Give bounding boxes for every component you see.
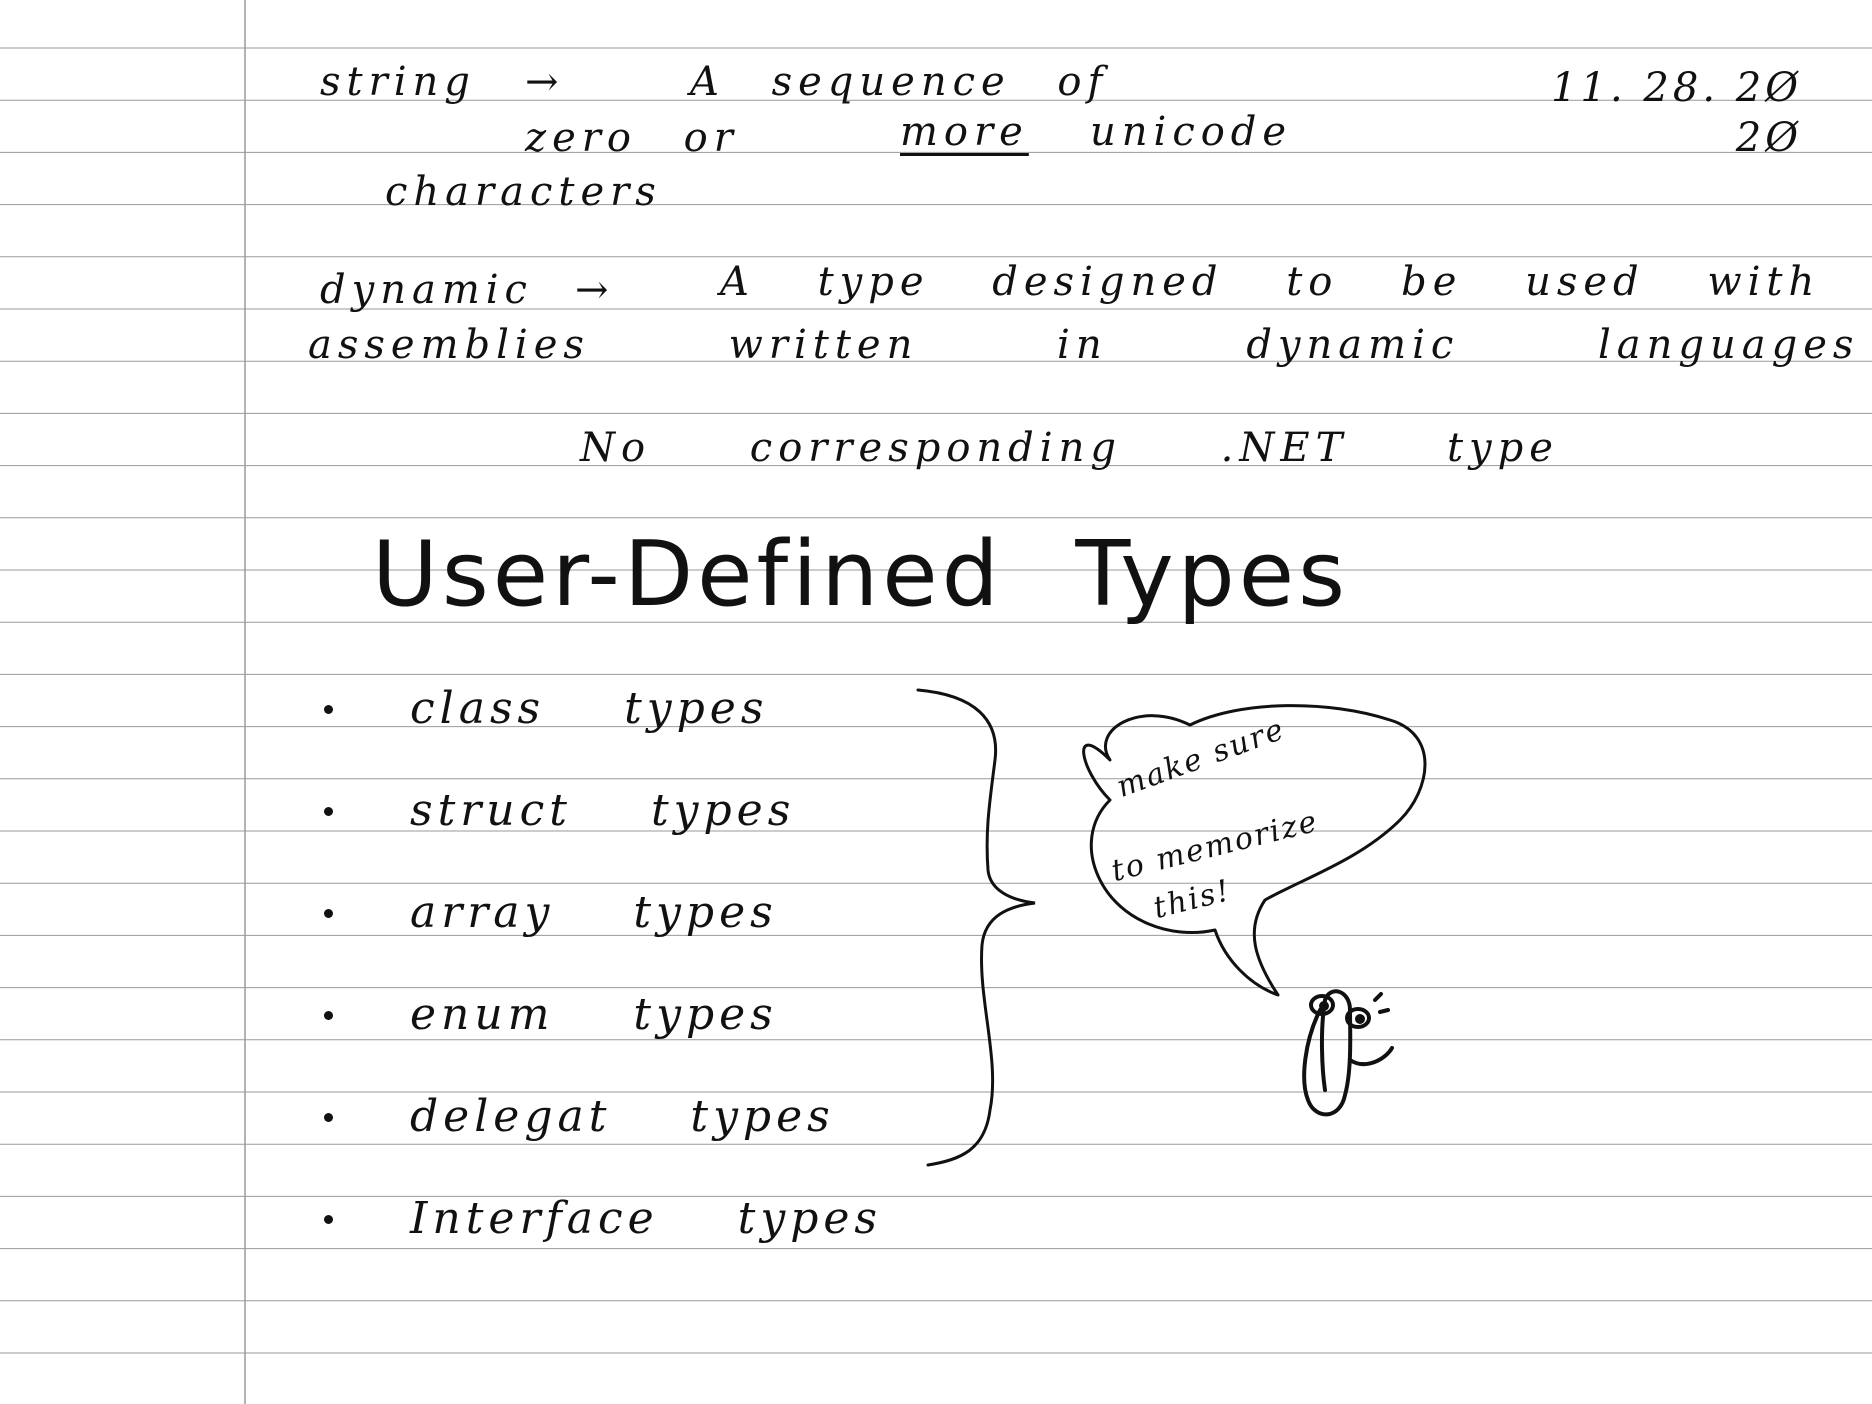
string-def-more: more	[900, 109, 1029, 155]
date-line-1: 11. 28. 2Ø	[1551, 65, 1802, 111]
list-item-text: enum types	[410, 989, 778, 1040]
paperclip-assistant-icon	[1302, 989, 1394, 1117]
dynamic-term: dynamic	[320, 267, 533, 313]
string-def-line-2a: zero or	[525, 115, 739, 161]
list-item-text: Interface types	[410, 1193, 882, 1244]
list-item-text: array types	[410, 887, 778, 938]
list-item-text: struct types	[410, 785, 796, 836]
list-item-text: class types	[410, 683, 769, 734]
string-def-line-2c: unicode	[1090, 109, 1293, 155]
net-type-note: No corresponding .NET type	[580, 425, 1559, 471]
bullet-icon	[324, 705, 333, 714]
bullet-icon	[324, 909, 333, 918]
string-arrow: →	[525, 59, 565, 105]
string-def-line-3: characters	[385, 169, 662, 215]
dynamic-def-line-1: A type designed to be used with	[720, 259, 1821, 305]
curly-brace-icon	[916, 688, 1036, 1167]
bullet-icon	[324, 1215, 333, 1224]
date-line-2: 2Ø	[1735, 115, 1802, 161]
dynamic-arrow: →	[575, 267, 615, 313]
bullet-icon	[324, 1113, 333, 1122]
note-date: 11. 28. 2Ø 2Ø	[1551, 68, 1802, 158]
speech-bubble-icon	[1082, 704, 1427, 997]
string-term: string	[320, 59, 476, 105]
list-item-text: delegat types	[410, 1091, 835, 1142]
section-title: User-Defined Types	[372, 522, 1349, 627]
bullet-icon	[324, 1011, 333, 1020]
dynamic-def-line-2: assemblies written in dynamic languages	[308, 322, 1860, 368]
bullet-icon	[324, 807, 333, 816]
string-def-line-1: A sequence of	[690, 59, 1109, 105]
